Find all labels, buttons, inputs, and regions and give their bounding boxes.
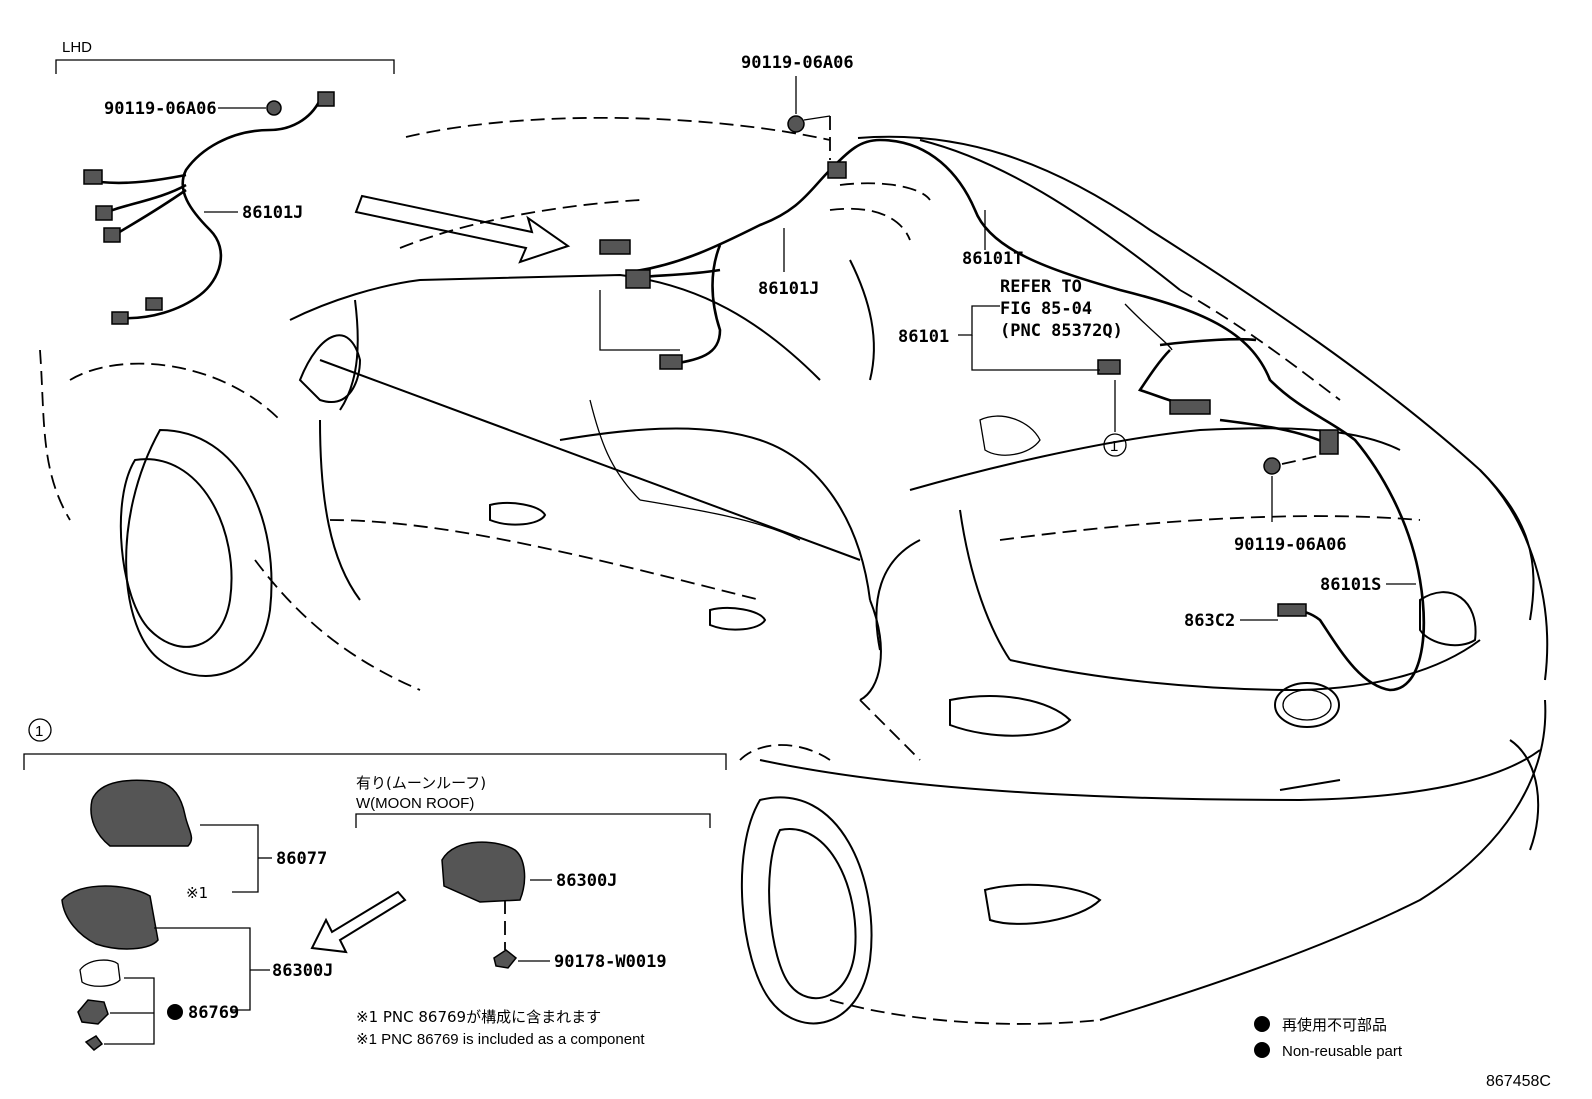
screw-small	[84, 1035, 104, 1051]
inset-arrow	[310, 890, 407, 954]
note-en: ※1 PNC 86769 is included as a component	[356, 1031, 645, 1048]
legend-en: Non-reusable part	[1282, 1043, 1403, 1060]
legend-dot-en	[1254, 1042, 1270, 1058]
inset-ref-circle: 1	[35, 723, 43, 740]
callout-harness-roof: 86101T	[962, 249, 1023, 269]
antenna-base	[61, 885, 159, 950]
callout-bolt-top: 90119-06A06	[741, 53, 854, 73]
ref-circle-main: 1	[1110, 438, 1118, 455]
inset-panel: 1 86077 ※1 86300J 86769 有り(ムーンルーフ) W(MOO…	[23, 718, 727, 1051]
callout-screw: 90178-W0019	[554, 952, 667, 972]
legend-jp: 再使用不可部品	[1282, 1016, 1387, 1034]
nut	[77, 999, 109, 1025]
refer-line-1: REFER TO	[1000, 277, 1082, 297]
callout-bolt-lhd: 90119-06A06	[104, 99, 217, 119]
moon-roof-en: W(MOON ROOF)	[356, 795, 474, 812]
legend: 再使用不可部品 Non-reusable part	[1254, 1016, 1403, 1060]
callout-bolt-rear: 90119-06A06	[1234, 535, 1347, 555]
figure-code: 867458C	[1486, 1073, 1551, 1090]
callout-harness-main: 86101J	[758, 279, 819, 299]
refer-line-2: FIG 85-04	[1000, 299, 1092, 319]
lhd-harness	[83, 91, 335, 325]
callout-seal-kit: 86769	[188, 1003, 239, 1023]
note-jp: ※1 PNC 86769が構成に含まれます	[356, 1008, 601, 1026]
moon-roof-jp: 有り(ムーンルーフ)	[356, 774, 486, 792]
antenna-moonroof	[441, 841, 526, 903]
callout-leaders	[783, 76, 1416, 621]
non-reusable-dot	[167, 1004, 183, 1020]
refer-line-3: (PNC 85372Q)	[1000, 321, 1123, 341]
callout-antenna: 86300J	[272, 961, 333, 981]
legend-dot-jp	[1254, 1016, 1270, 1032]
vehicle-outline	[39, 116, 1549, 1025]
callout-connector: 863C2	[1184, 611, 1235, 631]
lhd-bracket: LHD	[55, 39, 395, 74]
callout-86101: 86101	[898, 327, 949, 347]
main-harness	[599, 115, 1426, 692]
callout-harness-rear: 86101S	[1320, 575, 1381, 595]
callout-harness-lhd: 86101J	[242, 203, 303, 223]
callout-antenna-moonroof: 86300J	[556, 871, 617, 891]
lhd-label: LHD	[62, 39, 92, 56]
callout-cover: 86077	[276, 849, 327, 869]
antenna-cover	[90, 779, 193, 847]
view-arrow	[354, 194, 571, 264]
screw-moonroof	[493, 949, 518, 969]
cover-note: ※1	[186, 884, 208, 902]
gasket	[79, 959, 121, 987]
